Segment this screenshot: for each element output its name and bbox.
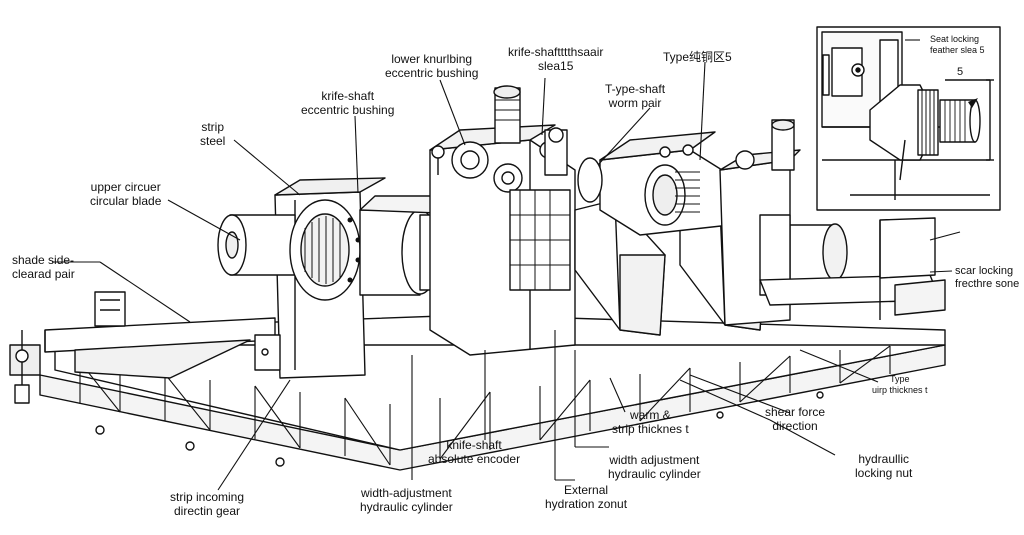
worm-pair-housing: [577, 131, 731, 236]
infeed-table: [44, 291, 276, 379]
center-gearbox: [429, 85, 576, 356]
label-type-top: Type纯铜区5: [663, 50, 732, 64]
label-warm-strip-thickness: warm &strip thicknes t: [612, 408, 689, 436]
label-shade-side-pair: shade side-clearad pair: [12, 253, 75, 281]
leader-lines: [52, 39, 961, 491]
inset-detail: [816, 26, 1001, 211]
label-inset-five: 5: [957, 66, 964, 78]
right-housing: [719, 119, 946, 326]
